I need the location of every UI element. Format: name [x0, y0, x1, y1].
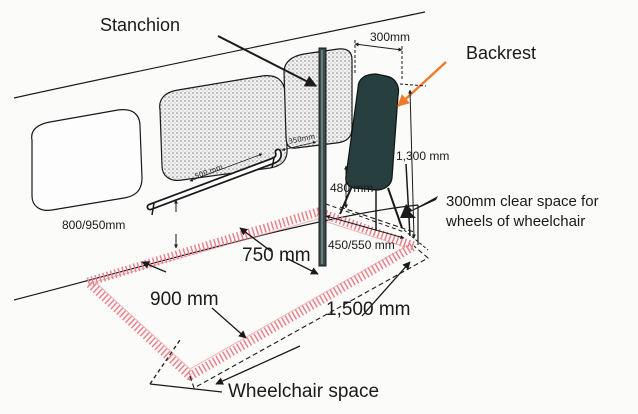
- window-left: [31, 109, 143, 211]
- seat-height-label: 480 mm: [330, 181, 374, 195]
- space-depth-label: 900 mm: [150, 289, 219, 310]
- stanchion-leader: [217, 35, 318, 87]
- backrest-leader: [397, 61, 447, 107]
- space-width-label: 750 mm: [242, 245, 311, 266]
- seat-depth-label: 450/550 mm: [328, 238, 395, 252]
- clear-space-arrow: [400, 196, 438, 218]
- backrest-height-label: 1,300 mm: [396, 149, 450, 163]
- wheelchair-space-outline: [83, 207, 419, 381]
- clear-space-label: 300mm clear space for wheels of wheelcha…: [446, 193, 599, 230]
- stanchion-pole: [318, 47, 327, 267]
- backrest-dims: [325, 40, 429, 251]
- backrest-width-label: 300mm: [370, 30, 411, 44]
- handrail: [146, 141, 317, 216]
- vehicle-wall: [13, 11, 426, 301]
- window-right: [283, 48, 353, 149]
- floor-dims: [141, 227, 411, 393]
- wheelchair-space-label: Wheelchair space: [228, 381, 380, 402]
- space-envelope: [189, 206, 429, 389]
- backrest-label: Backrest: [466, 43, 537, 63]
- space-length-label: 1,500 mm: [326, 299, 411, 320]
- handrail-height-label: 800/950mm: [62, 218, 126, 232]
- stanchion-label: Stanchion: [100, 15, 181, 35]
